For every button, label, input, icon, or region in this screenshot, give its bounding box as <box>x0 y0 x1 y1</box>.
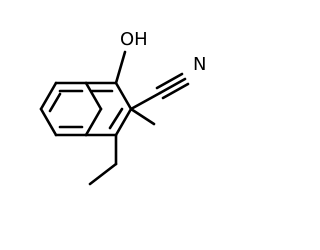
molecule-structure: OH N <box>39 29 206 186</box>
nitrile-nitrogen-label: N <box>193 54 206 75</box>
bond-ring-b-3 <box>114 107 133 137</box>
bond-ring-a-5 <box>39 107 58 137</box>
bond-ring-b-double-right <box>108 107 124 130</box>
bond-ethyl-2 <box>88 162 118 186</box>
bond-triple-1 <box>158 77 187 95</box>
bond-ring-a-double-left <box>48 92 62 113</box>
bond-nitrile-carbon <box>129 91 162 111</box>
bond-ring-b-2 <box>114 81 133 111</box>
bond-ring-a-6 <box>39 81 58 111</box>
hydroxyl-label: OH <box>120 29 148 50</box>
bond-ring-a-3 <box>84 107 103 137</box>
bond-triple-3 <box>161 82 190 100</box>
bond-triple-2 <box>155 72 184 90</box>
bond-hydroxyl <box>114 50 127 85</box>
bond-ring-a-2 <box>84 81 103 111</box>
bond-methyl <box>129 107 156 126</box>
